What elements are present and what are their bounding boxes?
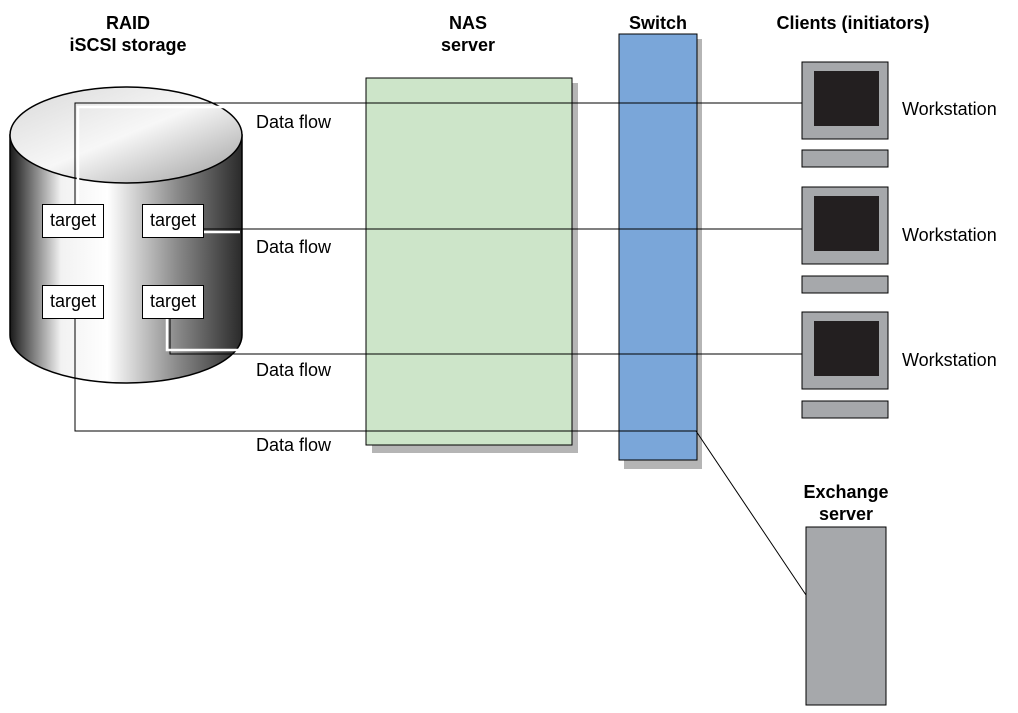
data-flow-label-1: Data flow — [256, 112, 332, 132]
data-flow-label-2: Data flow — [256, 237, 332, 257]
exchange-server-box — [805, 526, 887, 706]
workstation-label-3: Workstation — [902, 350, 997, 370]
target-bottom-left: target — [42, 285, 104, 319]
nas-server-box — [365, 77, 578, 453]
workstation-1 — [801, 61, 889, 168]
target-bottom-right: target — [142, 285, 204, 319]
target-top-right: target — [142, 204, 204, 238]
nas-header: NAS server — [440, 13, 496, 55]
raid-storage-cylinder — [9, 86, 243, 384]
raid-header: RAID iSCSI storage — [69, 13, 187, 55]
flow-line-3 — [169, 319, 802, 355]
data-flow-lines — [74, 102, 807, 596]
workstation-label-2: Workstation — [902, 225, 997, 245]
flow-line-1 — [74, 102, 802, 204]
switch-column — [618, 33, 702, 469]
switch-header: Switch — [628, 13, 687, 33]
clients-header: Clients (initiators) — [776, 13, 930, 33]
workstation-label-1: Workstation — [902, 99, 997, 119]
workstation-3 — [801, 311, 889, 419]
workstation-2 — [801, 186, 889, 294]
data-flow-label-4: Data flow — [256, 435, 332, 455]
exchange-header: Exchange server — [803, 482, 889, 524]
target-top-left: target — [42, 204, 104, 238]
flow-line-4 — [74, 319, 807, 596]
data-flow-label-3: Data flow — [256, 360, 332, 380]
